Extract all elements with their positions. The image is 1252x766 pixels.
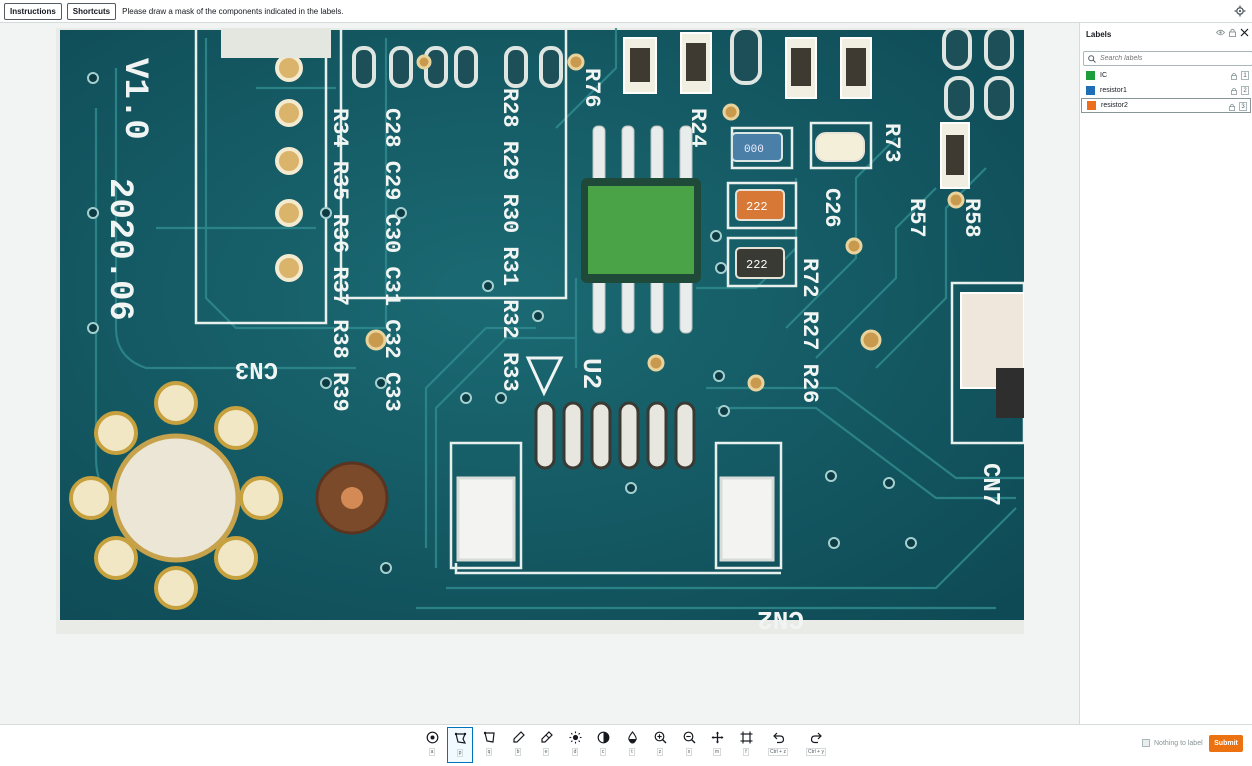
labels-panel: Labels IC 1 <box>1079 23 1252 724</box>
svg-text:C28 C29 C30 C31 C32 C33: C28 C29 C30 C31 C32 C33 <box>379 108 404 412</box>
tool-shortcut-key: m <box>712 748 722 756</box>
label-item-resistor1[interactable]: resistor1 2 <box>1080 83 1252 98</box>
label-color-swatch <box>1087 101 1096 110</box>
move-icon <box>711 731 723 744</box>
labels-list: IC 1 resistor1 2 resistor2 3 <box>1080 68 1252 113</box>
labels-panel-title: Labels <box>1086 29 1112 39</box>
tool-shortcut-key: d <box>571 748 579 756</box>
label-color-swatch <box>1086 86 1095 95</box>
tool-shortcut-key: Ctrl + z <box>768 748 788 756</box>
redo-tool[interactable]: Ctrl + y <box>800 727 832 763</box>
lock-icon[interactable] <box>1229 28 1236 37</box>
tool-shortcut-key: x <box>685 748 693 756</box>
nothing-to-label-text: Nothing to label <box>1154 739 1203 747</box>
pcb-board-image[interactable]: V1.0 2020.06 CN3 R34 R35 R36 R37 R38 R39… <box>56 28 1024 634</box>
annotation-canvas[interactable]: V1.0 2020.06 CN3 R34 R35 R36 R37 R38 R39… <box>0 23 1079 724</box>
svg-text:R76: R76 <box>579 68 604 108</box>
eraser-tool[interactable]: e <box>533 727 559 763</box>
svg-text:V1.0: V1.0 <box>115 58 153 140</box>
tool-shortcut-key: c <box>599 748 607 756</box>
instructions-button[interactable]: Instructions <box>4 2 62 20</box>
undo-tool[interactable]: Ctrl + z <box>762 727 794 763</box>
label-name: IC <box>1100 72 1107 79</box>
tool-shortcut-key: b <box>514 748 522 756</box>
eye-icon[interactable] <box>1216 29 1225 36</box>
checkbox[interactable] <box>1142 739 1150 747</box>
tool-shortcut-key: a <box>428 748 436 756</box>
tool-shortcut-key: Ctrl + y <box>806 748 826 756</box>
tool-shortcut-key: z <box>656 748 664 756</box>
label-item-ic[interactable]: IC 1 <box>1080 68 1252 83</box>
svg-text:R57: R57 <box>904 198 929 238</box>
bottom-toolbar: a p q b e d c t z x m f <box>0 724 1252 766</box>
polygon-alt-tool[interactable]: q <box>476 727 502 763</box>
label-shortcut-key: 2 <box>1241 86 1249 95</box>
svg-text:R58: R58 <box>959 198 984 238</box>
contrast-icon <box>597 731 609 744</box>
svg-text:000: 000 <box>744 144 764 156</box>
brightness-icon <box>569 731 581 744</box>
tool-shortcut-key: q <box>485 748 493 756</box>
tool-shortcut-key: f <box>743 748 749 756</box>
redo-icon <box>810 732 822 744</box>
svg-text:222: 222 <box>746 258 768 272</box>
svg-text:CN3: CN3 <box>235 355 278 382</box>
select-tool[interactable]: a <box>419 727 445 763</box>
zoom-out-icon <box>683 731 695 744</box>
lock-icon[interactable] <box>1231 72 1237 80</box>
polygon-tool[interactable]: p <box>447 727 473 763</box>
label-color-swatch <box>1086 71 1095 80</box>
search-labels-input[interactable] <box>1100 55 1240 62</box>
target-icon <box>426 731 438 744</box>
polygon-alt-icon <box>483 731 495 743</box>
search-icon <box>1088 54 1096 63</box>
label-name: resistor1 <box>1100 87 1127 94</box>
labels-panel-header: Labels <box>1080 23 1252 45</box>
task-instructions-text: Please draw a mask of the components ind… <box>122 6 344 16</box>
fill-tool[interactable]: t <box>619 727 645 763</box>
brush-tool[interactable]: b <box>505 727 531 763</box>
brush-icon <box>512 731 525 743</box>
undo-icon <box>772 732 784 744</box>
svg-text:R72 R27 R26: R72 R27 R26 <box>797 258 822 403</box>
svg-text:C26: C26 <box>819 188 844 228</box>
move-tool[interactable]: m <box>704 727 730 763</box>
gear-icon[interactable] <box>1234 5 1246 17</box>
fit-tool[interactable]: f <box>733 727 759 763</box>
submit-button[interactable]: Submit <box>1209 735 1243 752</box>
fit-icon <box>740 731 752 744</box>
label-item-resistor2[interactable]: resistor2 3 <box>1081 98 1251 113</box>
tool-shortcut-key: t <box>629 748 635 756</box>
eraser-icon <box>540 731 553 743</box>
zoom-in-icon <box>654 731 666 744</box>
svg-text:CN2: CN2 <box>757 604 804 634</box>
label-name: resistor2 <box>1101 102 1128 109</box>
svg-text:R34 R35 R36 R37 R38 R39: R34 R35 R36 R37 R38 R39 <box>327 108 352 412</box>
zoom-out-tool[interactable]: x <box>676 727 702 763</box>
contrast-tool[interactable]: c <box>590 727 616 763</box>
lock-icon[interactable] <box>1229 103 1235 111</box>
nothing-to-label-checkbox[interactable]: Nothing to label <box>1142 739 1203 747</box>
zoom-in-tool[interactable]: z <box>647 727 673 763</box>
top-bar: Instructions Shortcuts Please draw a mas… <box>0 0 1252 23</box>
drop-icon <box>627 731 637 744</box>
polygon-icon <box>454 732 466 744</box>
search-labels-field[interactable] <box>1083 51 1252 66</box>
shortcuts-button[interactable]: Shortcuts <box>66 2 117 20</box>
brightness-tool[interactable]: d <box>562 727 588 763</box>
label-shortcut-key: 3 <box>1239 102 1247 111</box>
svg-text:CN7: CN7 <box>976 463 1003 506</box>
label-shortcut-key: 1 <box>1241 71 1249 80</box>
close-icon[interactable] <box>1240 28 1249 37</box>
tool-shortcut-key: p <box>456 749 464 757</box>
tool-shortcut-key: e <box>542 748 550 756</box>
svg-text:R28 R29 R30 R31 R32 R33: R28 R29 R30 R31 R32 R33 <box>497 88 522 392</box>
svg-text:222: 222 <box>746 200 768 214</box>
svg-text:2020.06: 2020.06 <box>100 178 138 321</box>
lock-icon[interactable] <box>1231 87 1237 95</box>
svg-text:U2: U2 <box>576 358 606 389</box>
svg-text:R73: R73 <box>879 123 904 163</box>
